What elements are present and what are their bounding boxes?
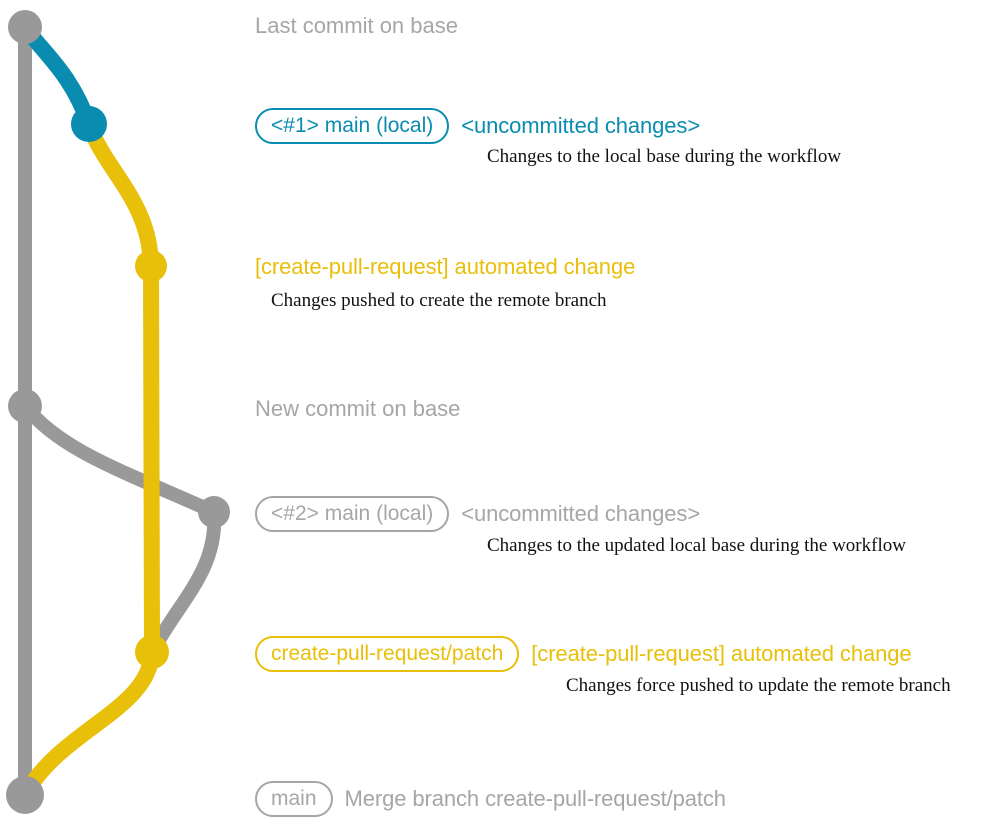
remote-merge-line [17,644,160,803]
label-new-commit-on-base: New commit on base [255,396,461,421]
commit-node-local-1 [71,106,107,142]
note-local-change-2: Changes to the updated local base during… [487,535,906,556]
note-automated-change-2: Changes force pushed to update the remot… [566,675,951,696]
commit-node-local-2 [198,496,230,528]
note-local-change-1: Changes to the local base during the wor… [487,146,842,167]
subject-uncommitted-changes-2: <uncommitted changes> [461,501,701,526]
commit-node-merge [6,776,44,814]
subject-automated-change-2: [create-pull-request] automated change [531,641,912,666]
row-local-change-1: <#1> main (local) <uncommitted changes> [255,108,700,144]
row-automated-change-2: create-pull-request/patch [create-pull-r… [255,636,912,672]
label-last-commit-on-base: Last commit on base [255,13,458,38]
commit-node-base-2 [8,389,42,423]
base-branch-to-local2-line [18,399,221,519]
note-automated-change-1: Changes pushed to create the remote bran… [271,290,607,311]
row-automated-change-1: [create-pull-request] automated change [255,256,635,278]
subject-uncommitted-changes-1: <uncommitted changes> [461,113,701,138]
local2-to-remote2-line [145,505,222,659]
badge-main-local-1[interactable]: <#1> main (local) [255,108,450,144]
badge-create-pull-request-patch[interactable]: create-pull-request/patch [255,636,520,672]
subject-automated-change-1: [create-pull-request] automated change [255,254,636,279]
badge-main[interactable]: main [255,781,333,817]
row-merge-commit: main Merge branch create-pull-request/pa… [255,781,726,817]
commit-node-base-head [8,10,42,44]
commit-node-remote-2 [135,635,169,669]
commit-node-remote-1 [135,250,167,282]
row-local-change-2: <#2> main (local) <uncommitted changes> [255,496,700,532]
badge-main-local-2[interactable]: <#2> main (local) [255,496,450,532]
subject-merge-branch: Merge branch create-pull-request/patch [344,786,727,811]
remote-branch-line [81,116,160,660]
